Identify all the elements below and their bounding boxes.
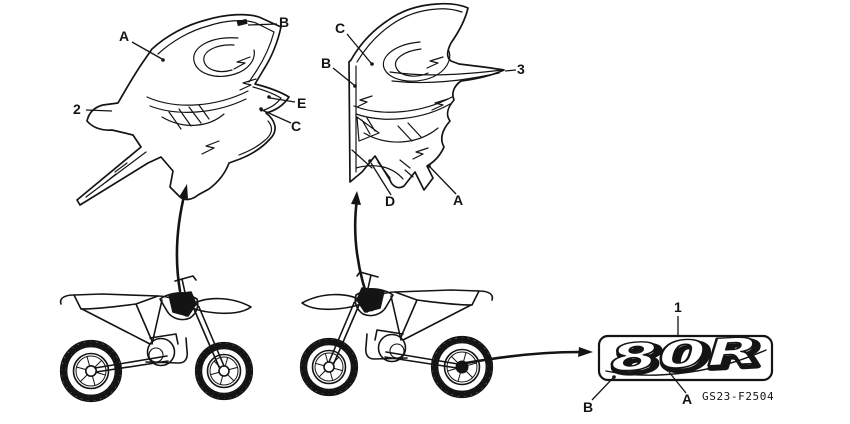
- middle-bike-illustration: [301, 272, 493, 397]
- arrow-middle-bike-to-right-decal: [353, 197, 374, 312]
- callout-left-decal-e: E: [297, 95, 307, 111]
- part-code: GS23-F2504: [702, 390, 775, 403]
- callout-left-decal-c: C: [291, 118, 302, 134]
- callout-emblem-b: B: [583, 399, 594, 415]
- pointer-arrows: [175, 184, 593, 365]
- callout-left-decal-a: A: [119, 28, 130, 44]
- arrow-left-bike-to-left-decal: [175, 190, 187, 293]
- callout-emblem-a: A: [682, 391, 693, 407]
- arrow-rear-hub-to-emblem: [464, 350, 582, 365]
- left-bike-illustration: [59, 275, 254, 403]
- leader-lines: [85, 23, 687, 401]
- callout-right-decal-d: D: [385, 193, 396, 209]
- right-decal-outline: [348, 2, 505, 191]
- left-decal-b-target: [236, 18, 248, 27]
- callout-right-decal-b: B: [321, 55, 332, 71]
- right-decal-illustration: [348, 2, 505, 191]
- emblem-text-shadow: 80R: [612, 332, 764, 383]
- callout-emblem-1: 1: [674, 299, 682, 315]
- callout-left-decal-2: 2: [73, 101, 81, 117]
- callout-right-decal-c: C: [335, 20, 346, 36]
- left-decal-illustration: [76, 13, 290, 206]
- left-decal-outline: [76, 13, 290, 206]
- emblem-plate-illustration: 80R 80R: [597, 328, 774, 385]
- emblem-text: 80R: [609, 329, 761, 380]
- callout-right-decal-a: A: [453, 192, 464, 208]
- emblem-plate-outline: [597, 334, 774, 382]
- callout-right-decal-3: 3: [517, 61, 525, 77]
- callout-left-decal-b: B: [279, 14, 290, 30]
